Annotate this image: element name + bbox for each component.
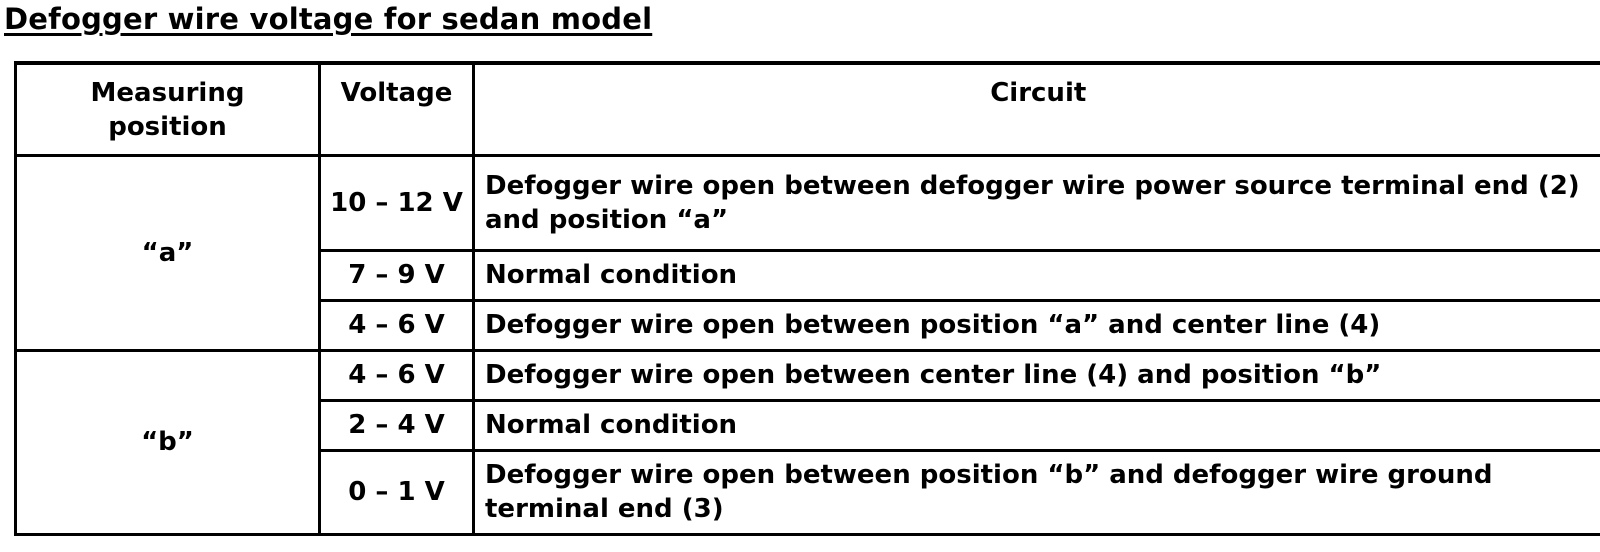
- circuit-cell: Normal condition: [472, 248, 1600, 302]
- table-row: 0 – 1 V Defogger wire open between posit…: [16, 448, 1600, 536]
- circuit-cell: Defogger wire open between position “a” …: [472, 298, 1600, 352]
- table-row: 4 – 6 V Defogger wire open between posit…: [16, 298, 1600, 352]
- voltage-cell: 4 – 6 V: [318, 298, 475, 352]
- table-row: “a” 10 – 12 V Defogger wire open between…: [14, 153, 1600, 352]
- header-circuit: Circuit: [472, 61, 1600, 157]
- position-cell-a: “a”: [14, 153, 321, 352]
- voltage-cell: 10 – 12 V: [318, 153, 475, 252]
- header-voltage: Voltage: [318, 61, 475, 157]
- table-header-row: Measuring position Voltage Circuit: [14, 61, 1600, 157]
- position-cell-b: “b”: [14, 348, 321, 536]
- circuit-cell: Defogger wire open between defogger wire…: [472, 153, 1600, 252]
- page-title: Defogger wire voltage for sedan model: [4, 2, 653, 36]
- table-row: “b” 4 – 6 V Defogger wire open between c…: [14, 348, 1600, 536]
- table-row: 2 – 4 V Normal condition: [16, 398, 1600, 452]
- voltage-cell: 2 – 4 V: [318, 398, 475, 452]
- voltage-cell: 4 – 6 V: [318, 348, 475, 402]
- voltage-table: Measuring position Voltage Circuit “a” 1…: [14, 61, 1600, 536]
- circuit-cell: Defogger wire open between position “b” …: [472, 448, 1600, 536]
- voltage-cell: 7 – 9 V: [318, 248, 475, 302]
- circuit-cell: Defogger wire open between center line (…: [472, 348, 1600, 402]
- circuit-cell: Normal condition: [472, 398, 1600, 452]
- table-row: 7 – 9 V Normal condition: [16, 248, 1600, 302]
- voltage-cell: 0 – 1 V: [318, 448, 475, 536]
- header-measuring-position: Measuring position: [14, 61, 321, 157]
